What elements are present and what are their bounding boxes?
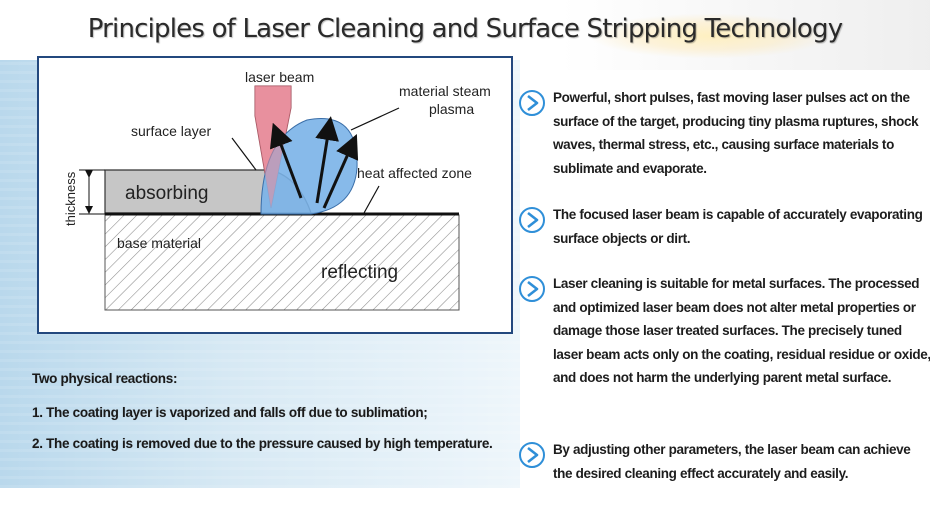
- label-surface-layer: surface layer: [131, 123, 211, 139]
- bullet-text: Laser cleaning is suitable for metal sur…: [553, 276, 930, 385]
- laser-cleaning-diagram: laser beam material steam plasma surface…: [37, 56, 513, 334]
- steam-arrow-3: [322, 134, 359, 209]
- label-base-material: base material: [117, 235, 201, 251]
- label-plasma: plasma: [429, 101, 474, 117]
- steam-leader: [350, 107, 400, 131]
- label-thickness: thickness: [63, 171, 78, 226]
- light-flare-decoration: [560, 0, 930, 70]
- steam-arrow-1: [269, 122, 303, 199]
- label-reflecting: reflecting: [321, 262, 398, 283]
- surface-layer-leader: [231, 137, 257, 171]
- page-title: Principles of Laser Cleaning and Surface…: [87, 14, 843, 44]
- base-material-shape: [104, 214, 460, 311]
- bullet-text: The focused laser beam is capable of acc…: [553, 207, 923, 246]
- reactions-heading: Two physical reactions:: [32, 371, 178, 386]
- label-absorbing: absorbing: [125, 183, 208, 204]
- chevron-right-icon: [519, 442, 545, 468]
- bullet-text: By adjusting other parameters, the laser…: [553, 442, 911, 481]
- label-laser-beam: laser beam: [245, 69, 314, 85]
- chevron-right-icon: [519, 90, 545, 116]
- haz-leader: [363, 185, 380, 214]
- reaction-item-2: 2. The coating is removed due to the pre…: [32, 436, 493, 451]
- label-heat-affected-zone: heat affected zone: [357, 165, 472, 181]
- label-material-steam: material steam: [399, 83, 491, 99]
- diagram-svg: laser beam material steam plasma surface…: [63, 69, 491, 311]
- steam-arrow-2: [315, 116, 339, 204]
- chevron-right-icon: [519, 207, 545, 233]
- bullet-text: Powerful, short pulses, fast moving lase…: [553, 90, 919, 176]
- reaction-item-1: 1. The coating layer is vaporized and fa…: [32, 405, 428, 420]
- chevron-right-icon: [519, 276, 545, 302]
